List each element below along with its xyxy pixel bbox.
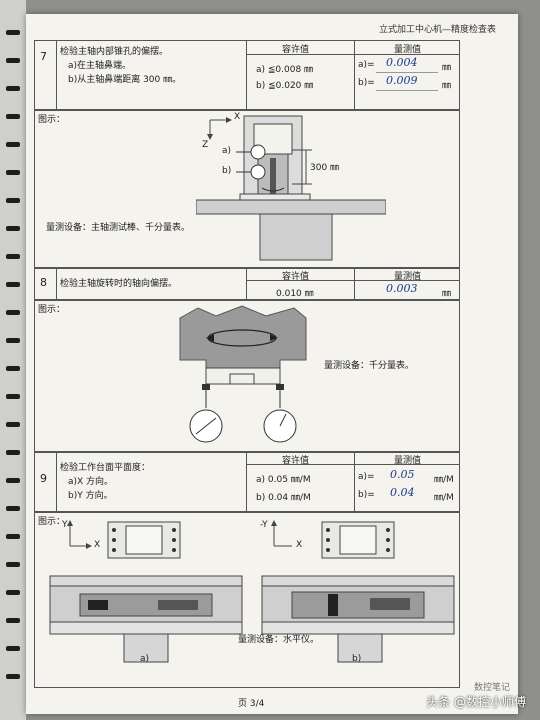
spindle-axial-runout-diagram [179, 305, 307, 443]
item9-line-b: b)Y 方向。 [68, 491, 113, 501]
spindle-taper-runout-diagram [196, 115, 386, 261]
item7-equipment: 量测设备：主轴测试棒、千分量表。 [46, 223, 191, 233]
item8-title: 检验主轴旋转时的轴向偏摆。 [60, 279, 178, 289]
item8-figure-box [34, 300, 460, 452]
item7-tolerance-header: 容许值 [282, 45, 310, 55]
caption-b: b) [352, 654, 362, 664]
binding-ring [6, 422, 20, 427]
binding-ring [6, 366, 20, 371]
binding-ring [6, 478, 20, 483]
item7-line-a: a)在主轴鼻端。 [68, 61, 132, 71]
axis-y-label: Y [62, 520, 68, 530]
binding-ring [6, 86, 20, 91]
item9-measured-a: 0.05 [390, 468, 415, 481]
item9-tolerance-a: a) 0.05 ㎜/M [256, 475, 311, 485]
inspection-sheet-page: 立式加工中心机—精度检查表 7 检验主轴内部锥孔的偏摆。 a)在主轴鼻端。 b)… [26, 14, 518, 714]
item7-measured-a: 0.004 [386, 56, 418, 69]
binding-ring [6, 282, 20, 287]
binding-ring [6, 30, 20, 35]
binding-ring [6, 646, 20, 651]
item9-number: 9 [40, 472, 47, 485]
item9-figure-label: 图示： [38, 517, 66, 527]
caption-a: a) [140, 654, 150, 664]
binding-ring [6, 142, 20, 147]
binding-ring [6, 198, 20, 203]
item7-measured-b: 0.009 [386, 74, 418, 87]
item7-number: 7 [40, 50, 47, 63]
item7-row [34, 40, 460, 110]
table-flatness-x-diagram [49, 520, 243, 663]
item7-figure-box [34, 110, 460, 268]
item7-measured-header: 量测值 [394, 45, 422, 55]
item8-measured-header: 量测值 [394, 272, 422, 282]
item8-row [34, 268, 460, 300]
binding-ring [6, 674, 20, 679]
table-flatness-y-diagram [261, 520, 455, 663]
item9-figure-box [34, 512, 460, 688]
binding-ring [6, 170, 20, 175]
item7-tolerance-b: b) ≦0.020 ㎜ [256, 81, 314, 91]
binding-ring [6, 562, 20, 567]
binding-ring [6, 618, 20, 623]
item9-title: 检验工作台面平面度： [60, 463, 151, 473]
axis-neg-y-label: -Y [260, 520, 268, 530]
binding-ring [6, 338, 20, 343]
item9-measured-b: 0.04 [390, 486, 415, 499]
binding-ring [6, 450, 20, 455]
binding-ring [6, 254, 20, 259]
binding-ring [6, 114, 20, 119]
gauge-a-label: a) [222, 146, 232, 156]
page-footer: 页 3/4 [238, 699, 265, 709]
item9-measured-header: 量测值 [394, 456, 422, 466]
item7-title: 检验主轴内部锥孔的偏摆。 [60, 47, 169, 57]
gauge-b-label: b) [222, 166, 232, 176]
dimension-label: 300 ㎜ [310, 163, 340, 173]
item7-line-b: b)从主轴鼻端距离 300 ㎜。 [68, 75, 182, 85]
item9-equipment: 量测设备：水平仪。 [238, 635, 320, 645]
item9-row [34, 452, 460, 512]
watermark-corner: 数控笔记 [474, 683, 511, 693]
axis-z-label: Z [202, 140, 209, 150]
axis-x-label-a: X [94, 540, 101, 550]
item9-line-a: a)X 方向。 [68, 477, 114, 487]
item8-equipment: 量测设备：千分量表。 [324, 361, 415, 371]
binding-ring [6, 226, 20, 231]
binding-ring [6, 534, 20, 539]
binding-spine [0, 0, 26, 720]
axis-x-label-b: X [296, 540, 303, 550]
item7-tolerance-a: a) ≦0.008 ㎜ [256, 65, 314, 75]
item8-measured: 0.003 [386, 282, 418, 295]
item7-figure-label: 图示： [38, 115, 66, 125]
item8-tolerance-header: 容许值 [282, 272, 310, 282]
item9-tolerance-b: b) 0.04 ㎜/M [256, 493, 311, 503]
binding-ring [6, 394, 20, 399]
page-header: 立式加工中心机—精度检查表 [378, 25, 496, 35]
binding-ring [6, 310, 20, 315]
binding-ring [6, 58, 20, 63]
item8-figure-label: 图示： [38, 305, 66, 315]
item8-tolerance: 0.010 ㎜ [276, 289, 314, 299]
axis-x-label: X [234, 112, 241, 122]
item8-number: 8 [40, 276, 47, 289]
binding-ring [6, 506, 20, 511]
binding-ring [6, 590, 20, 595]
item9-tolerance-header: 容许值 [282, 456, 310, 466]
watermark: 头条 @数控小师傅 [426, 695, 526, 709]
